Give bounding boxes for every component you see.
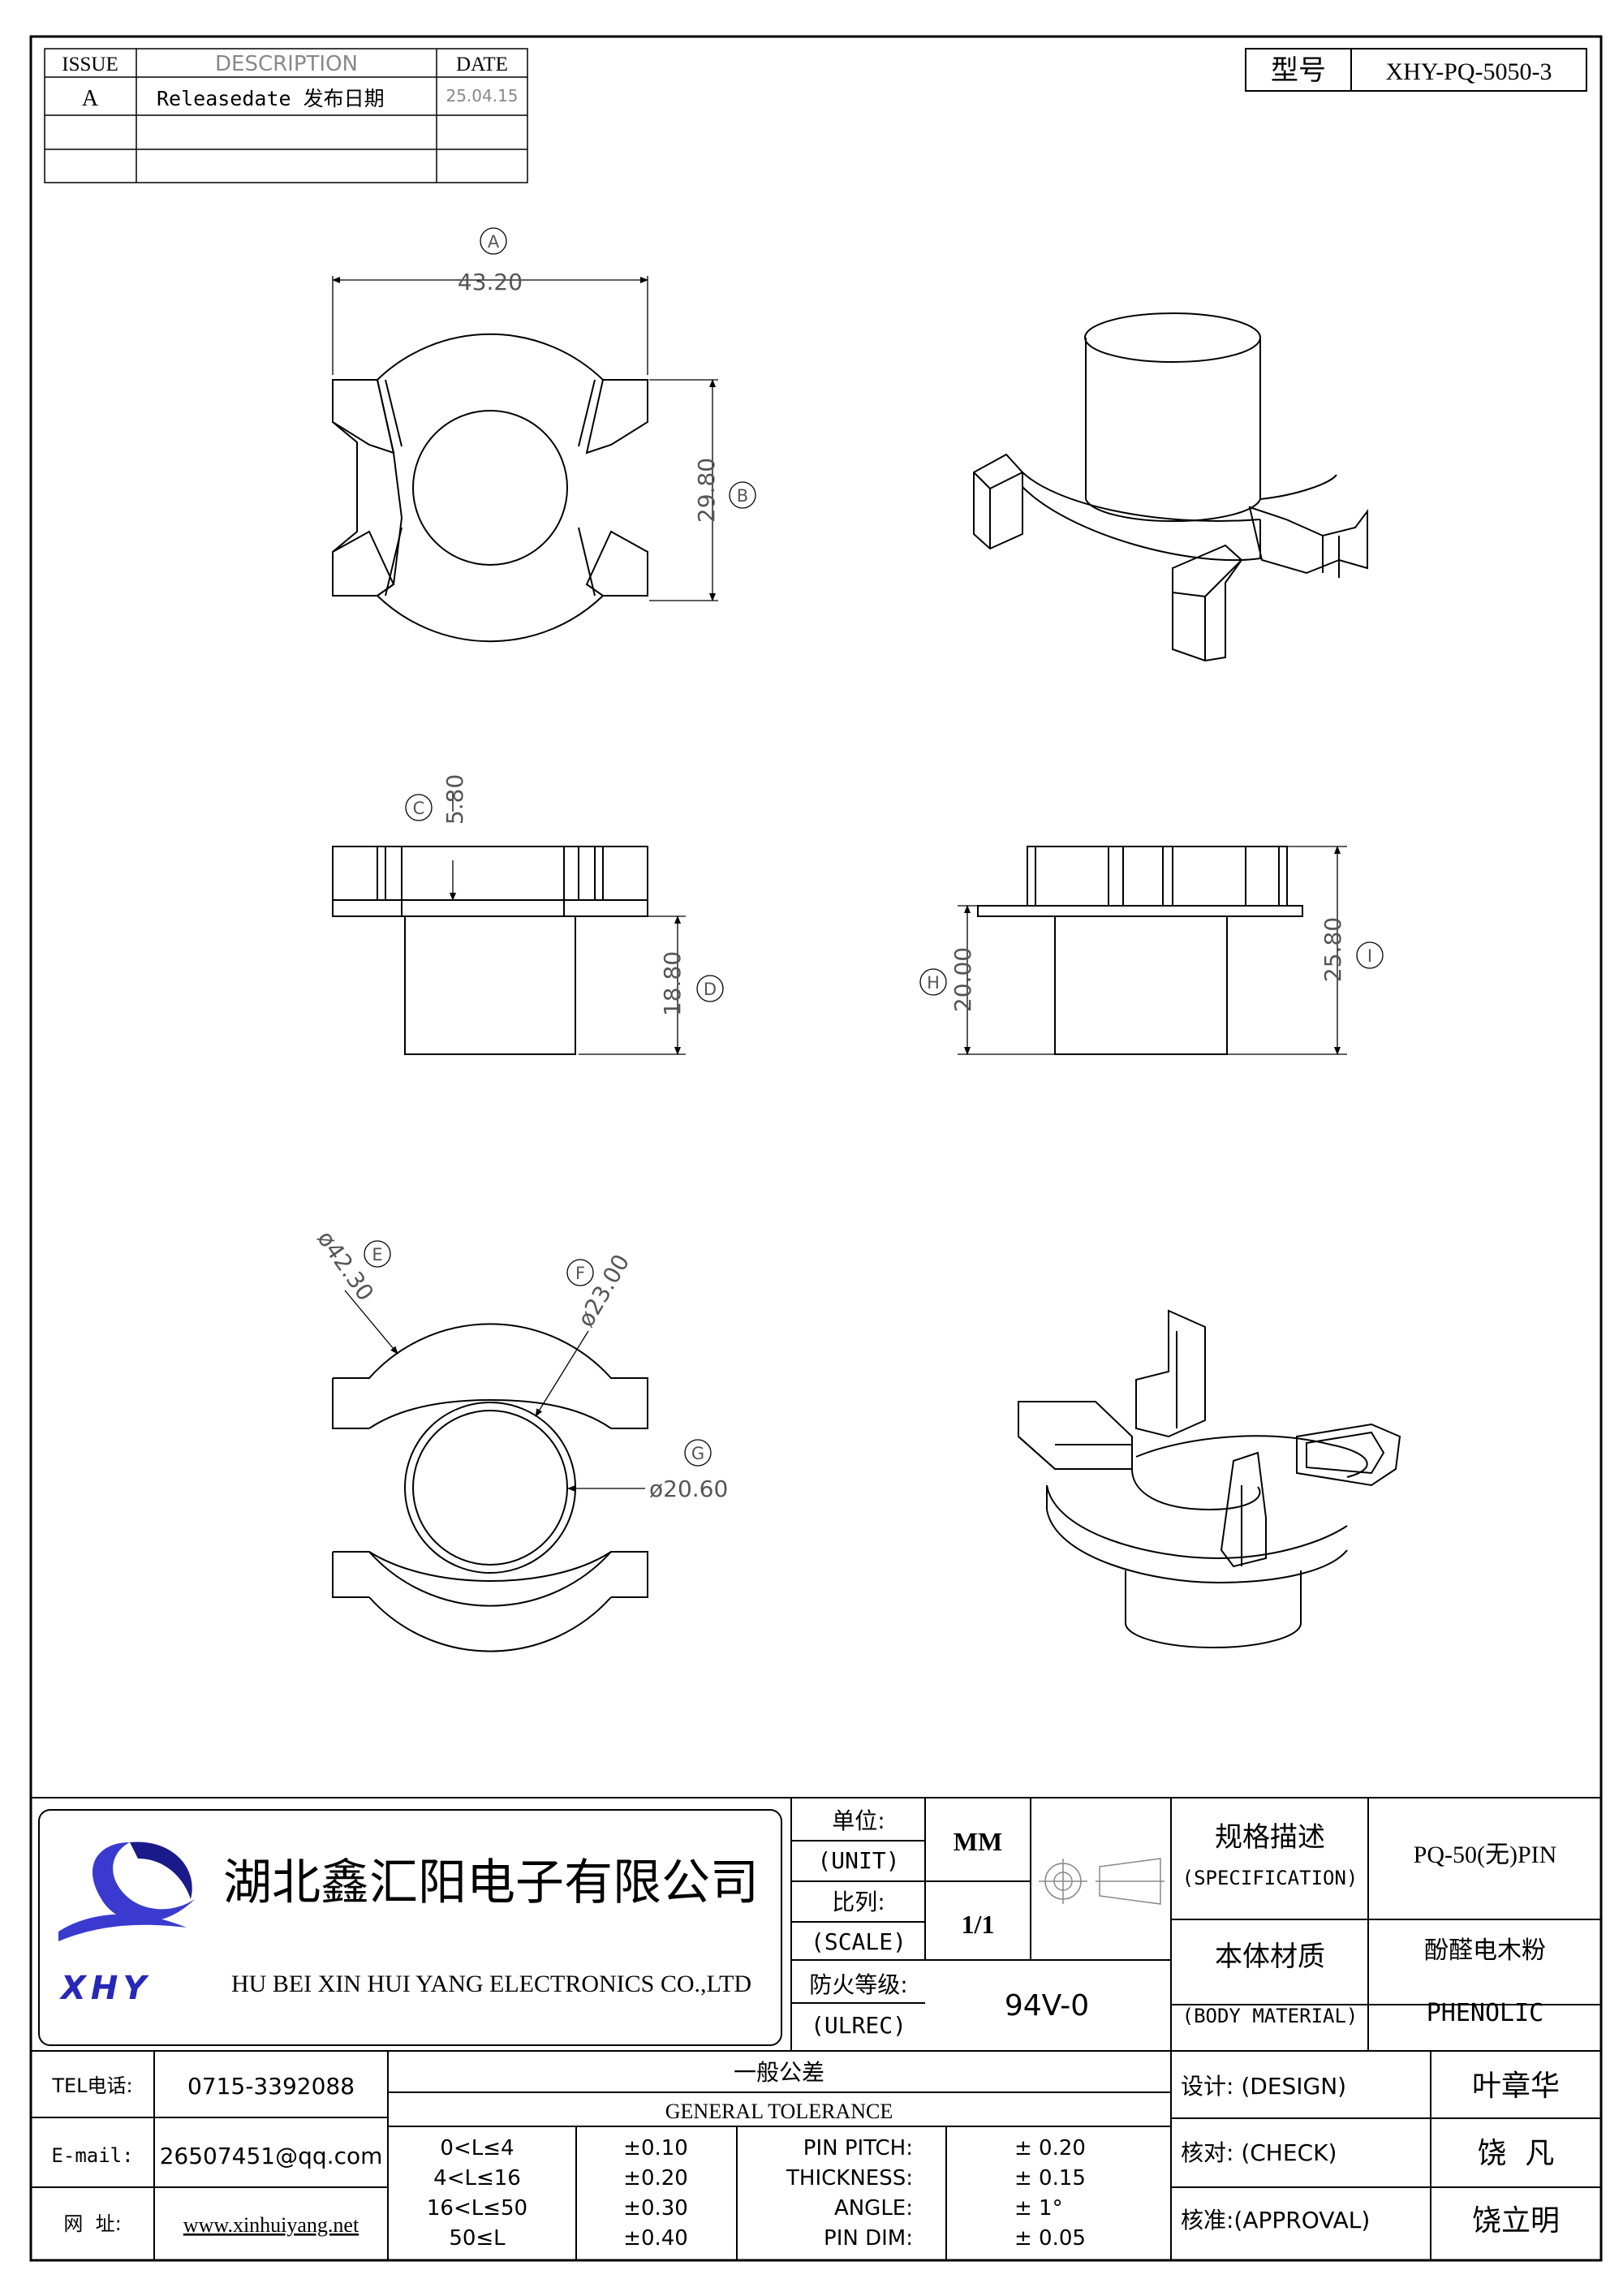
email-label: E-mail: [51,2144,133,2167]
scale-label-cn: 比列: [832,1889,885,1915]
material-label-en: (BODY MATERIAL) [1182,2005,1358,2027]
tol-range-2: 4<L≤16 [433,2166,521,2190]
company-logo: XHY [58,1842,195,2007]
dim-a-lines [332,276,648,375]
company-name-en: HU BEI XIN HUI YANG ELECTRONICS CO.,LTD [231,1971,751,1997]
pin-tol-1: ± 0.20 [1014,2136,1086,2160]
dim-d-tag: D [704,980,717,999]
fire-label-en: (ULREC) [811,2012,906,2039]
dim-d-value: 18.80 [659,951,686,1016]
pin-label-2: THICKNESS: [786,2166,913,2190]
projection-symbol-icon [1039,1858,1165,1905]
pin-label-3: ANGLE: [834,2196,913,2221]
dim-c-value: 5.80 [441,774,468,825]
dim-f-tag: F [575,1264,585,1283]
iso-view-top [973,312,1368,662]
unit-label-cn: 单位: [832,1807,885,1834]
rev-row-description: Releasedate 发布日期 [157,87,385,110]
scale-value: 1/1 [962,1910,995,1939]
spec-value: PQ-50(无)PIN [1414,1842,1557,1868]
web-value[interactable]: www.xinhuiyang.net [183,2213,359,2237]
title-block [31,1797,1601,2260]
dim-c-tag: C [413,799,425,818]
sheet-border [29,35,1603,2262]
tol-range-1: 0<L≤4 [440,2136,514,2160]
dim-h-lines [958,905,1055,1055]
tol-range-3: 16<L≤50 [427,2196,527,2221]
dim-e-lines [344,1290,398,1355]
tol-value-3: ±0.30 [623,2196,688,2221]
tol-value-1: ±0.10 [623,2136,688,2160]
dim-e-value: ø42.30 [312,1226,379,1306]
dim-d-lines [579,915,686,1055]
design-label: 设计: (DESIGN) [1181,2073,1346,2100]
pin-tol-4: ± 0.05 [1014,2226,1086,2251]
rev-header-issue: ISSUE [62,54,118,75]
unit-label-en: (UNIT) [817,1847,899,1874]
rev-header-date: DATE [456,54,508,75]
tol-value-4: ±0.40 [623,2226,688,2251]
tel-value: 0715-3392088 [187,2073,355,2100]
rev-header-description: DESCRIPTION [215,52,358,76]
tol-value-2: ±0.20 [623,2166,688,2190]
side-view [977,846,1303,1055]
fire-label-cn: 防火等级: [809,1971,907,1998]
dim-a-tag: A [488,232,500,252]
dim-e-tag: E [372,1245,382,1264]
dim-h-value: 20.00 [949,947,976,1012]
dim-b-lines [649,379,718,601]
dim-b-value: 29.80 [693,458,720,523]
tel-label: TEL电话: [51,2074,132,2097]
approval-name: 饶立明 [1472,2204,1560,2238]
unit-value: MM [954,1827,1002,1856]
dim-f-lines [535,1330,589,1417]
material-value-en: PHENOLIC [1427,1999,1544,2027]
design-name: 叶章华 [1472,2070,1560,2103]
tolerance-title-en: GENERAL TOLERANCE [665,2100,893,2123]
fire-value: 94V-0 [1005,1989,1089,2022]
web-label: 网 址: [63,2212,121,2235]
check-label: 核对: (CHECK) [1181,2139,1337,2166]
pin-tol-3: ± 1° [1014,2196,1063,2221]
dim-h-tag: H [927,973,940,993]
material-value-cn: 酚醛电木粉 [1424,1936,1546,1965]
model-value: XHY-PQ-5050-3 [1386,58,1552,85]
dim-g-value: ø20.60 [649,1475,728,1502]
model-label: 型号 [1271,54,1326,87]
scale-label-en: (SCALE) [811,1928,906,1955]
spec-label-en: (SPECIFICATION) [1182,1867,1358,1889]
model-box [1245,48,1587,92]
dim-a-value: 43.20 [458,269,523,295]
rev-row-issue: A [82,86,99,111]
iso-view-bottom [1018,1309,1401,1648]
dim-i-tag: I [1367,946,1372,966]
spec-label-cn: 规格描述 [1215,1821,1325,1854]
material-label-cn: 本体材质 [1215,1941,1325,1973]
check-name: 饶 凡 [1478,2137,1555,2170]
dim-f-value: ø23.00 [572,1250,635,1332]
logo-text: XHY [58,1970,151,2007]
email-value: 26507451@qq.com [160,2143,383,2169]
approval-label: 核准:(APPROVAL) [1181,2207,1370,2234]
tol-range-4: 50≤L [449,2226,506,2251]
tolerance-title-cn: 一般公差 [734,2059,824,2086]
dim-g-tag: G [691,1444,704,1463]
dim-b-tag: B [737,486,748,506]
pin-label-4: PIN DIM: [824,2226,913,2251]
company-name-cn: 湖北鑫汇阳电子有限公司 [223,1854,759,1911]
pin-label-1: PIN PITCH: [803,2136,913,2160]
bottom-view [332,1323,648,1652]
dim-i-value: 25.80 [1319,917,1346,982]
pin-tol-2: ± 0.15 [1014,2166,1086,2190]
rev-row-date: 25.04.15 [446,86,518,106]
front-view [332,846,648,1055]
top-view [332,333,648,643]
dim-i-lines [1227,846,1347,1055]
revision-table [44,48,528,183]
